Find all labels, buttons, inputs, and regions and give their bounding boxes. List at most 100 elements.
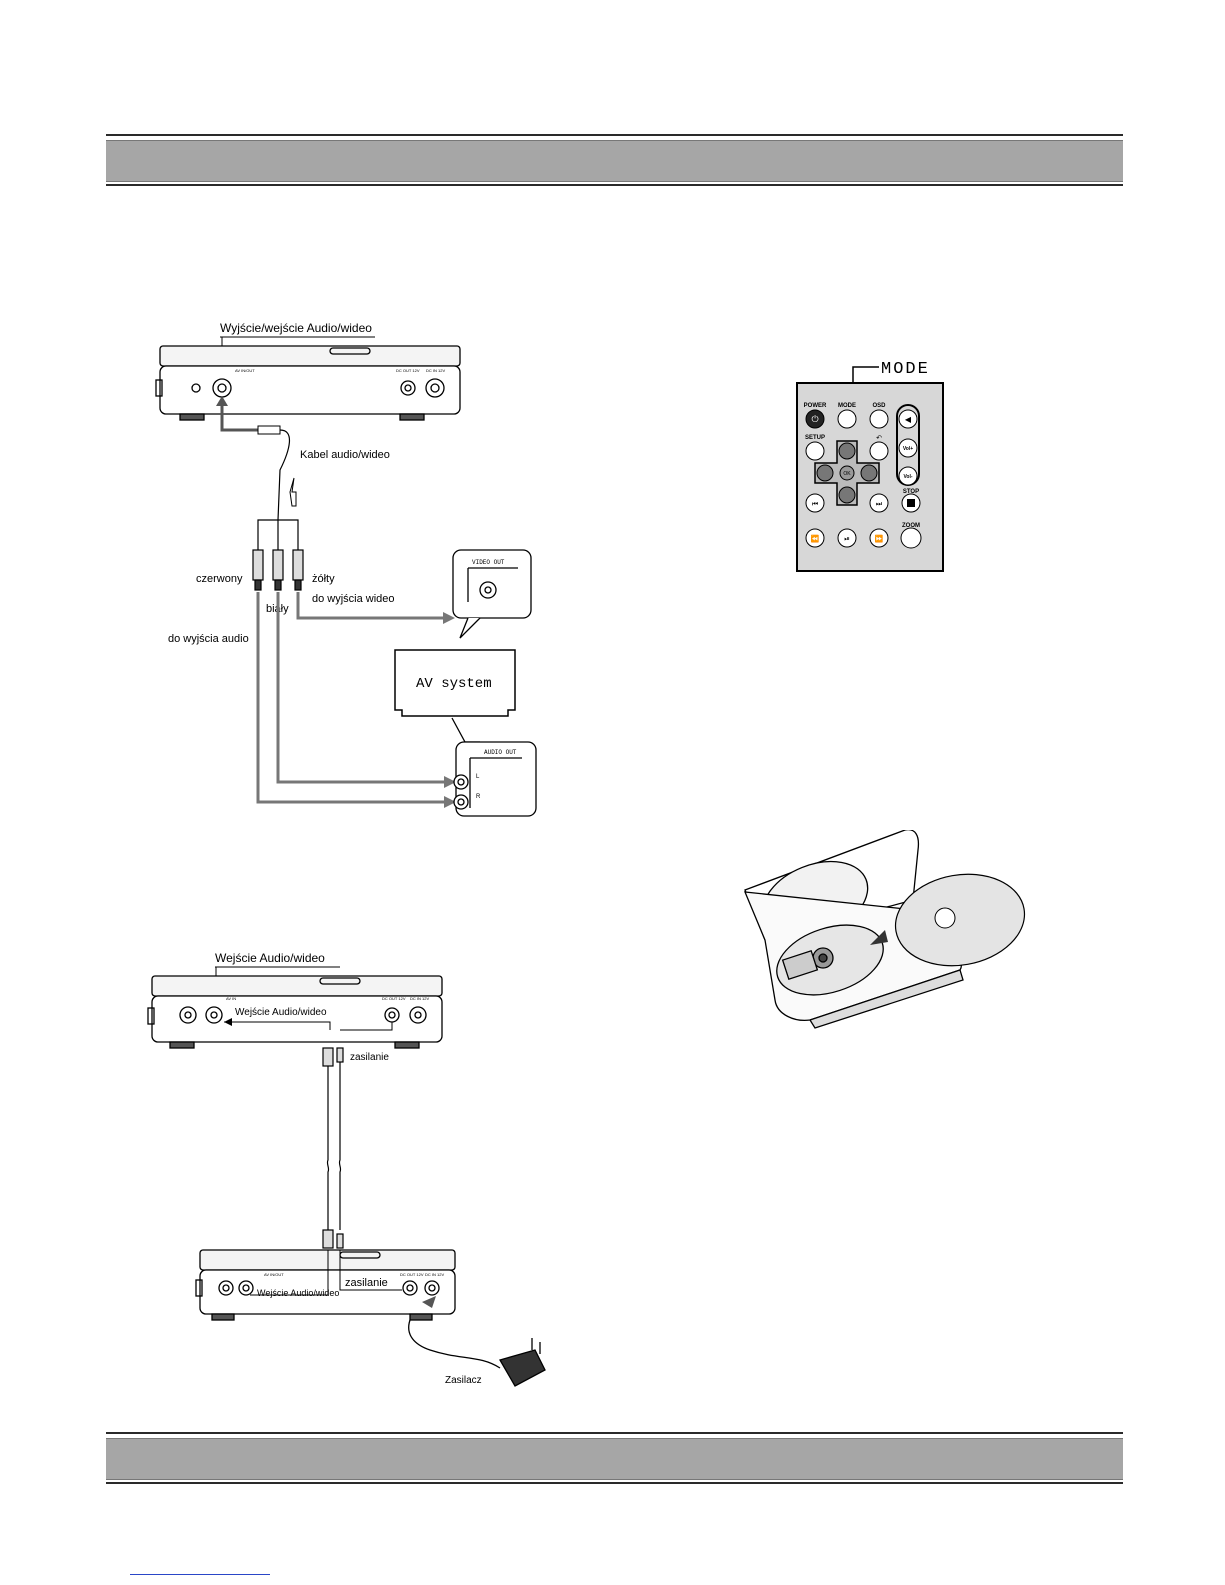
prev-button[interactable] bbox=[805, 493, 825, 513]
footer-rule-top bbox=[106, 1432, 1123, 1434]
right-button[interactable] bbox=[860, 464, 878, 482]
power-label: POWER bbox=[804, 403, 827, 409]
mode-label: MODE bbox=[838, 403, 856, 409]
stop-label: STOP bbox=[903, 489, 919, 495]
disc bbox=[894, 873, 1026, 967]
play-pause-button[interactable] bbox=[837, 528, 857, 548]
up-button[interactable] bbox=[838, 442, 856, 460]
vol-up-label: Vol+ bbox=[903, 446, 913, 452]
vol-down-button[interactable] bbox=[898, 466, 918, 486]
arrow-right-icon bbox=[444, 796, 456, 808]
osd-label: OSD bbox=[872, 403, 886, 409]
zoom-label: ZOOM bbox=[902, 523, 920, 529]
down-button[interactable] bbox=[838, 486, 856, 504]
right-channel-label: R bbox=[476, 794, 481, 800]
fast-forward-button[interactable] bbox=[869, 528, 889, 548]
play-pause-icon: ⏯ bbox=[844, 536, 850, 543]
fast-forward-icon: ⏩ bbox=[875, 534, 884, 543]
header-rule-bottom bbox=[106, 184, 1123, 186]
footer-link-underline bbox=[130, 1574, 270, 1575]
video-out-label: VIDEO OUT bbox=[472, 559, 505, 566]
yellow-label: żółty bbox=[312, 573, 335, 585]
ok-button[interactable] bbox=[839, 465, 855, 481]
audio-dest-label: do wyjścia audio bbox=[168, 633, 249, 645]
vertical-cables bbox=[322, 1047, 344, 1249]
power-adapter bbox=[408, 1319, 546, 1387]
jack-label-av-in: AV IN bbox=[226, 996, 236, 1001]
mode-callout: MODE bbox=[881, 360, 930, 379]
power-button[interactable] bbox=[805, 409, 825, 429]
insert-arrow-icon bbox=[870, 930, 888, 945]
vol-down-label: Vol- bbox=[903, 474, 912, 480]
av-plug bbox=[257, 425, 281, 435]
return-icon: ↶ bbox=[876, 435, 882, 442]
return-button[interactable] bbox=[869, 441, 889, 461]
av-arrow-label: Wejście Audio/wideo bbox=[235, 1007, 327, 1018]
header-bar bbox=[106, 140, 1123, 182]
vol-up-button[interactable] bbox=[898, 438, 918, 458]
audio-out-label: AUDIO OUT bbox=[484, 749, 517, 756]
player-device-top bbox=[147, 975, 443, 1049]
direction-arrow-icon bbox=[289, 477, 297, 507]
output-cables bbox=[256, 592, 448, 804]
jack-label-av-bottom: AV IN/OUT bbox=[264, 1272, 284, 1277]
prev-icon: ⏮ bbox=[812, 501, 818, 508]
jack-label-dc-in-bottom: DC IN 12V bbox=[425, 1272, 444, 1277]
mute-button[interactable] bbox=[898, 409, 918, 429]
av-system-box bbox=[394, 649, 516, 717]
left-button[interactable] bbox=[816, 464, 834, 482]
av-output-title-text: Wyjście/wejście Audio/wideo bbox=[220, 321, 372, 335]
zoom-button[interactable] bbox=[900, 527, 922, 549]
av-input-title-text: Wejście Audio/wideo bbox=[215, 951, 325, 965]
rewind-icon: ⏪ bbox=[811, 534, 820, 543]
next-icon: ⏭ bbox=[876, 501, 883, 508]
av-cable bbox=[220, 400, 260, 432]
arrow-right-icon bbox=[443, 612, 455, 624]
stop-icon bbox=[907, 499, 915, 507]
footer-band bbox=[106, 1432, 1123, 1486]
left-channel-label: L bbox=[476, 774, 480, 780]
mute-icon: ◀ bbox=[905, 415, 912, 424]
figure-remote: MODE POWER ⏻ MODE OSD ◀ Vol+ Vol- SETUP … bbox=[796, 360, 944, 572]
av-label-bottom: Wejście Audio/wideo bbox=[257, 1288, 339, 1298]
rca-split bbox=[252, 519, 304, 591]
cable-label: Kabel audio/wideo bbox=[300, 449, 390, 461]
av-system-label: AV system bbox=[416, 676, 492, 692]
figure-disc-loading bbox=[743, 830, 1026, 1029]
rewind-button[interactable] bbox=[805, 528, 825, 548]
red-label: czerwony bbox=[196, 573, 243, 585]
power-icon: ⏻ bbox=[811, 414, 818, 424]
player-device bbox=[155, 345, 461, 421]
jack-label-dc-out-bottom: DC OUT 12V bbox=[400, 1272, 424, 1277]
arrow-left-icon bbox=[224, 1018, 232, 1026]
power-label-top: zasilanie bbox=[350, 1052, 389, 1063]
player-device-bottom bbox=[195, 1249, 456, 1321]
jack-label-av: AV IN/OUT bbox=[235, 368, 255, 373]
header-rule-top bbox=[106, 134, 1123, 136]
osd-button[interactable] bbox=[869, 409, 889, 429]
footer-rule-bottom bbox=[106, 1482, 1123, 1484]
jack-label-dc-out-top: DC OUT 12V bbox=[382, 996, 406, 1001]
video-out-panel bbox=[452, 549, 532, 639]
header-band bbox=[106, 134, 1123, 188]
setup-label: SETUP bbox=[805, 435, 825, 441]
input-lines bbox=[224, 1021, 393, 1031]
bottom-lines bbox=[250, 1250, 402, 1296]
figure-av-input: Wejście Audio/wideo AV IN DC OUT 12V DC … bbox=[147, 951, 546, 1387]
mode-button[interactable] bbox=[837, 409, 857, 429]
jack-label-dc-in: DC IN 12V bbox=[426, 368, 445, 373]
power-label-bottom: zasilanie bbox=[345, 1277, 388, 1289]
video-dest-label: do wyjścia wideo bbox=[312, 593, 395, 605]
figure-av-output: Wyjście/wejście Audio/wideo AV IN/OUT DC… bbox=[155, 321, 537, 817]
arrow-up-icon bbox=[216, 396, 228, 406]
headphone-icon bbox=[191, 383, 201, 393]
jack-label-dc-in-top: DC IN 12V bbox=[410, 996, 429, 1001]
arrow-right-icon bbox=[444, 776, 456, 788]
footer-bar bbox=[106, 1438, 1123, 1480]
setup-button[interactable] bbox=[805, 441, 825, 461]
audio-out-panel bbox=[451, 717, 537, 817]
arrow-plug-icon bbox=[422, 1296, 436, 1308]
next-button[interactable] bbox=[869, 493, 889, 513]
jack-label-dc-out: DC OUT 12V bbox=[396, 368, 420, 373]
ok-label: OK bbox=[843, 471, 851, 477]
